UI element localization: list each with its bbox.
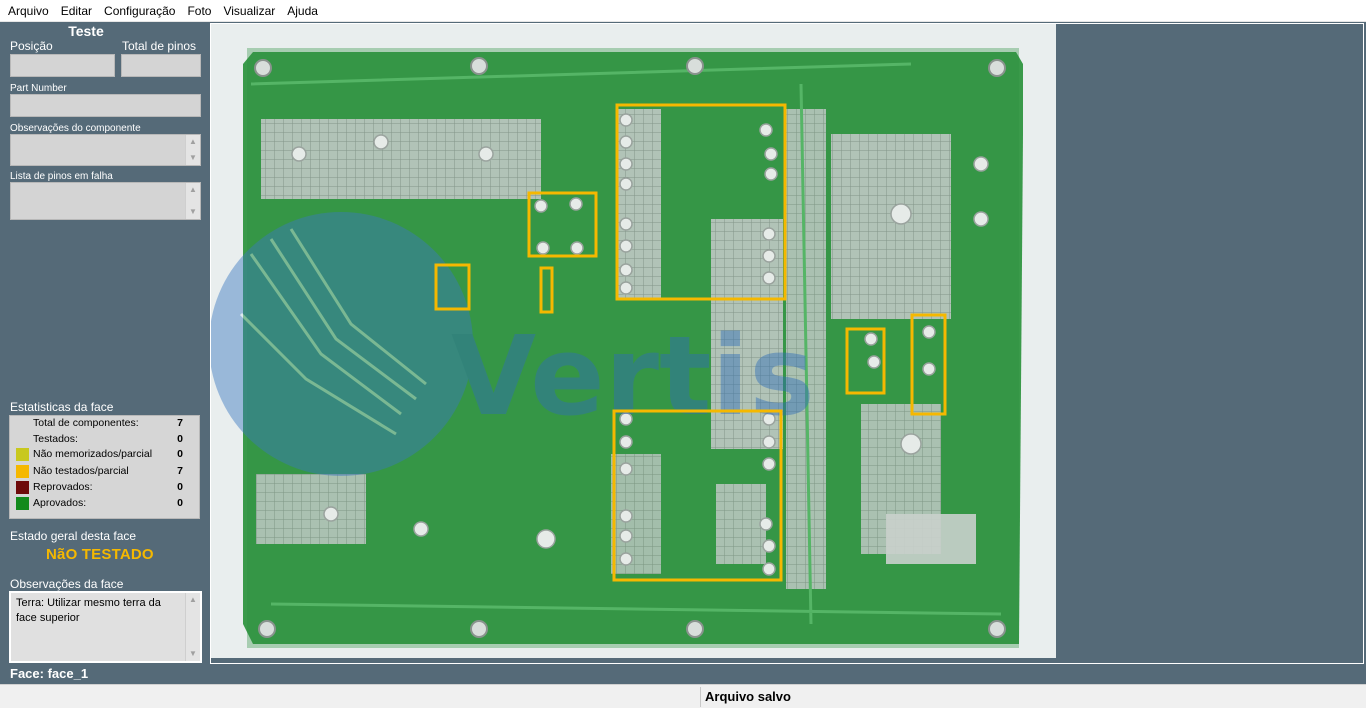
menu-visualizar[interactable]: Visualizar	[223, 3, 276, 18]
stat-value: 7	[177, 417, 183, 429]
stat-label: Testados:	[33, 433, 78, 445]
stat-row-nao-memorizados: Não memorizados/parcial 0	[10, 447, 199, 463]
stat-label: Aprovados:	[33, 497, 87, 509]
status-divider	[700, 687, 701, 707]
scroll-up-icon[interactable]: ▲	[189, 185, 197, 194]
menu-editar[interactable]: Editar	[60, 3, 93, 18]
obs-componente-textarea[interactable]: ▲ ▼	[10, 134, 201, 166]
menu-arquivo[interactable]: Arquivo	[8, 3, 49, 18]
obs-face-text: Terra: Utilizar mesmo terra da face supe…	[16, 597, 161, 624]
total-pinos-label: Total de pinos	[122, 39, 197, 53]
status-bar: Arquivo salvo	[0, 684, 1366, 708]
status-message: Arquivo salvo	[705, 689, 791, 704]
part-number-label: Part Number	[10, 83, 67, 94]
component-marker	[434, 263, 471, 311]
swatch-nao-memorizados	[16, 448, 29, 461]
stat-value: 7	[177, 465, 183, 477]
stats-table: Total de componentes: 7 Testados: 0 Não …	[9, 415, 200, 519]
scroll-down-icon[interactable]: ▼	[189, 207, 197, 216]
scroll-up-icon[interactable]: ▲	[189, 137, 197, 146]
scrollbar[interactable]: ▲ ▼	[185, 593, 200, 661]
stat-row-aprovados: Aprovados: 0	[10, 496, 199, 512]
stats-header: Estatisticas da face	[10, 400, 114, 414]
scrollbar[interactable]: ▲ ▼	[185, 183, 200, 219]
component-marker	[612, 409, 783, 582]
component-marker	[527, 191, 598, 258]
stat-row-total: Total de componentes: 7	[10, 416, 199, 432]
obs-face-label: Observações da face	[10, 577, 124, 591]
posicao-label: Posição	[10, 39, 53, 53]
stat-label: Não testados/parcial	[33, 465, 129, 477]
stat-value: 0	[177, 433, 183, 445]
panel-title: Teste	[68, 23, 104, 39]
image-viewport[interactable]: Vertis	[210, 23, 1364, 664]
stat-row-reprovados: Reprovados: 0	[10, 480, 199, 496]
scroll-up-icon[interactable]: ▲	[189, 595, 197, 604]
component-marker	[615, 103, 787, 301]
face-label: Face: face_1	[10, 666, 89, 681]
stat-row-nao-testados: Não testados/parcial 7	[10, 464, 199, 480]
obs-face-textarea[interactable]: Terra: Utilizar mesmo terra da face supe…	[9, 591, 202, 663]
stat-row-testados: Testados: 0	[10, 432, 199, 448]
scroll-down-icon[interactable]: ▼	[189, 649, 197, 658]
component-marker	[539, 266, 554, 314]
swatch-aprovados	[16, 497, 29, 510]
swatch-nao-testados	[16, 465, 29, 478]
stat-label: Total de componentes:	[33, 417, 139, 429]
estado-label: Estado geral desta face	[10, 529, 137, 543]
estado-value: NãO TESTADO	[46, 546, 154, 563]
stat-value: 0	[177, 497, 183, 509]
stat-value: 0	[177, 448, 183, 460]
total-pinos-field[interactable]	[121, 54, 201, 77]
stat-value: 0	[177, 481, 183, 493]
posicao-field[interactable]	[10, 54, 115, 77]
obs-componente-label: Observações do componente	[10, 123, 141, 134]
component-marker	[910, 313, 947, 416]
stat-label: Não memorizados/parcial	[33, 448, 153, 460]
menu-bar: Arquivo Editar Configuração Foto Visuali…	[0, 0, 1366, 22]
part-number-field[interactable]	[10, 94, 201, 117]
menu-foto[interactable]: Foto	[187, 3, 212, 18]
component-marker	[845, 327, 886, 395]
swatch-reprovados	[16, 481, 29, 494]
pinos-falha-label: Lista de pinos em falha	[10, 171, 113, 182]
sidebar-panel: Teste Posição Total de pinos Part Number…	[0, 22, 207, 684]
pinos-falha-textarea[interactable]: ▲ ▼	[10, 182, 201, 220]
menu-ajuda[interactable]: Ajuda	[287, 3, 318, 18]
stat-label: Reprovados:	[33, 481, 93, 493]
watermark-text: Vertis	[451, 312, 815, 440]
watermark-logo: Vertis	[211, 212, 815, 476]
pcb-photo[interactable]: Vertis	[211, 24, 1056, 658]
scroll-down-icon[interactable]: ▼	[189, 153, 197, 162]
scrollbar[interactable]: ▲ ▼	[185, 135, 200, 165]
menu-configuracao[interactable]: Configuração	[104, 3, 176, 18]
